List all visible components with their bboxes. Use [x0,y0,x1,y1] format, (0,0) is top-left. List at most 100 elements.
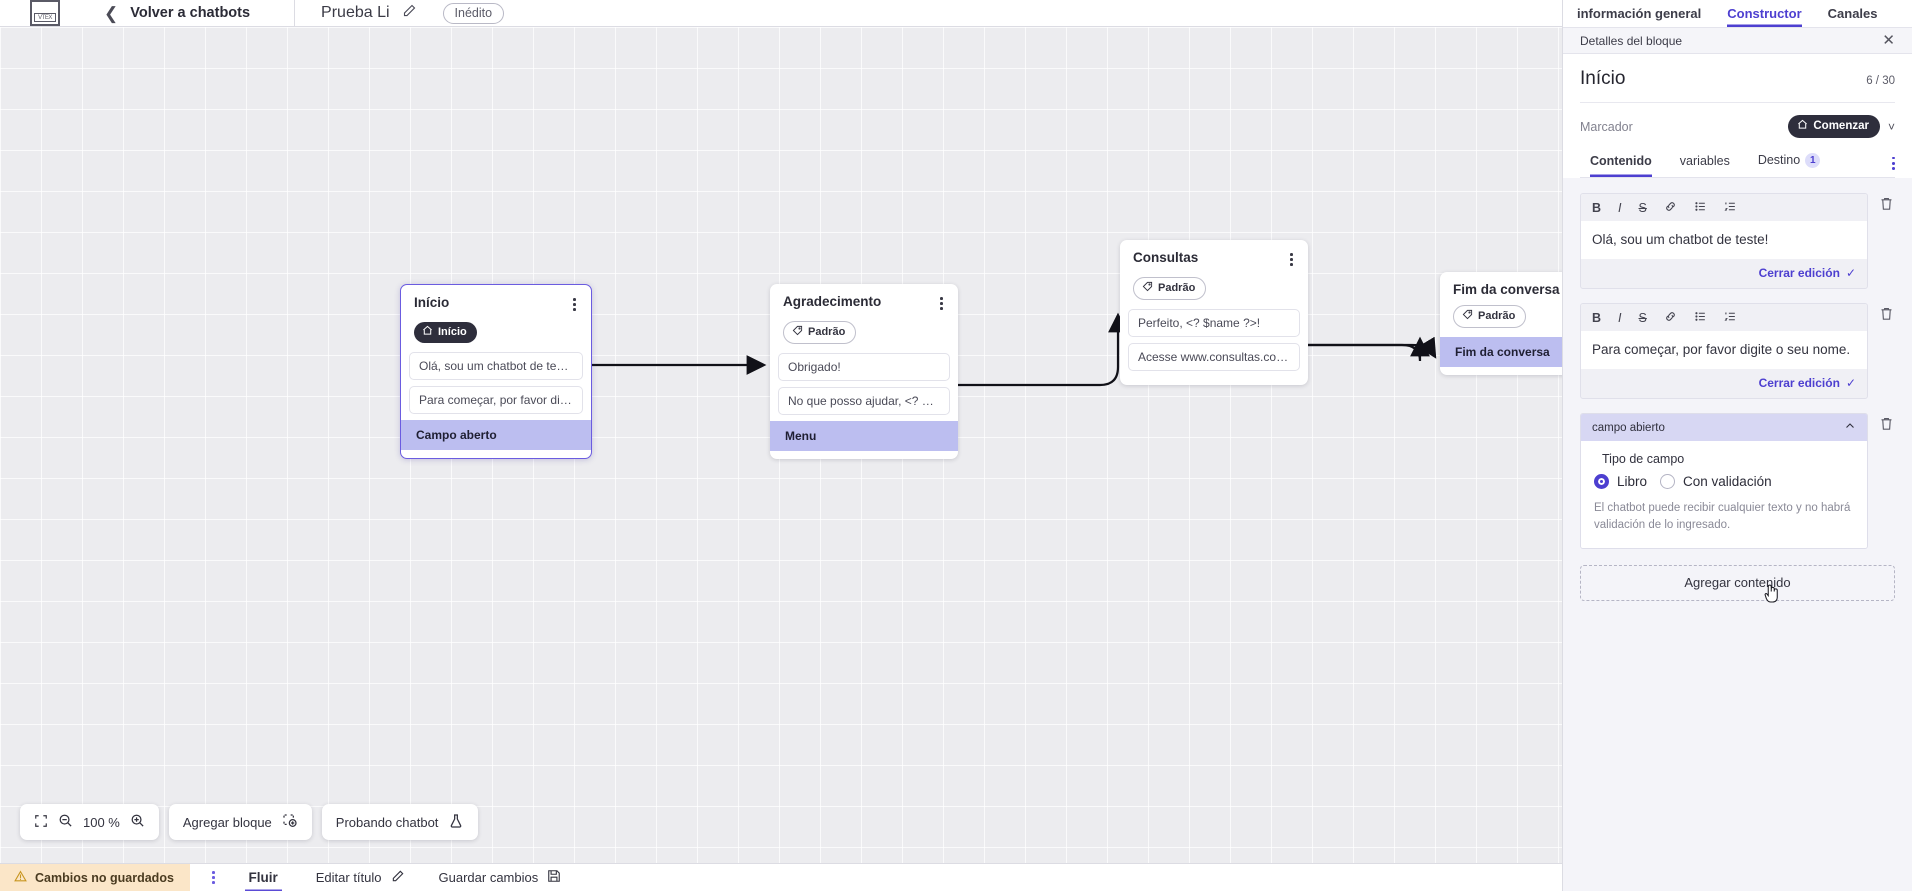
flask-icon [448,813,464,832]
card-footer: Cerrar edición ✓ [1581,259,1867,288]
back-chevron-icon[interactable]: ❮ [104,3,119,23]
node-row-highlighted[interactable]: Campo aberto [401,419,591,450]
panel-subheader: Detalles del bloque ✕ [1563,27,1912,54]
open-field-card-header[interactable]: campo abierto [1581,414,1867,442]
radio-libro-dot [1594,474,1609,490]
node-row[interactable]: Perfeito, <? $name ?>! [1128,308,1300,337]
node-row-highlighted[interactable]: Menu [770,420,958,451]
divider [294,0,296,27]
check-icon[interactable]: ✓ [1845,376,1856,391]
floppy-disk-icon [547,869,561,886]
test-chatbot-label: Probando chatbot [335,814,439,830]
zoom-level: 100 % [83,814,120,830]
radio-libro[interactable]: Libro [1594,474,1647,490]
bold-icon[interactable]: B [1592,200,1602,215]
bold-icon[interactable]: B [1592,310,1602,325]
node-pill: Padrão [1453,305,1527,328]
node-rows: Obrigado! No que posso ajudar, <? $name … [770,352,958,451]
close-icon[interactable]: ✕ [1882,32,1895,49]
node-kebab-menu-icon[interactable] [938,294,945,313]
close-edit-link[interactable]: Cerrar edición [1758,266,1840,281]
pencil-icon[interactable] [402,3,417,23]
marker-value-group: Comenzar ˅ [1788,115,1895,138]
save-changes-button[interactable]: Guardar cambios [439,869,562,886]
top-bar: VTEX ❮ Volver a chatbots Prueba Li Inédi… [0,0,1562,27]
chevron-up-icon[interactable] [1844,420,1856,435]
tab-informacion-general[interactable]: información general [1577,6,1702,21]
node-header: Início [401,295,591,314]
tab-constructor[interactable]: Constructor [1727,0,1801,27]
zoom-out-icon[interactable] [58,813,73,831]
trash-icon[interactable] [1877,303,1895,324]
radio-con-validacion[interactable]: Con validación [1660,474,1772,490]
radio-con-validacion-dot [1660,474,1676,490]
node-header: Consultas [1120,250,1308,269]
node-pill-label: Padrão [808,325,846,338]
node-header: Agradecimento [770,294,958,313]
close-edit-link[interactable]: Cerrar edición [1758,376,1840,391]
flow-canvas[interactable]: Início Início Olá, sou um chatbot de tes… [0,27,1562,863]
open-field-card-title: campo abierto [1592,421,1665,434]
bottom-kebab-menu-icon[interactable] [211,871,215,884]
panel-kebab-menu-icon[interactable] [1892,156,1895,170]
node-row[interactable]: Para começar, por favor digite o ... [409,385,583,414]
trash-icon[interactable] [1877,413,1895,434]
warning-triangle-icon [14,870,27,886]
node-row-highlighted[interactable]: Fim da conversa [1440,337,1562,367]
trash-icon[interactable] [1877,193,1895,214]
edit-title-button[interactable]: Editar título [316,869,405,886]
node-row[interactable]: No que posso ajudar, <? $name ... [778,386,950,415]
flow-node-agradecimento[interactable]: Agradecimento Padrão Obrigado! No que po… [770,284,958,459]
back-to-chatbots-link[interactable]: Volver a chatbots [130,5,251,21]
italic-icon[interactable]: I [1618,200,1622,215]
marker-badge[interactable]: Comenzar [1788,115,1880,138]
home-icon [422,325,433,339]
add-block-button[interactable]: Agregar bloque [168,804,312,840]
card-text[interactable]: Olá, sou um chatbot de teste! [1581,220,1867,260]
test-chatbot-button[interactable]: Probando chatbot [321,804,479,840]
link-icon[interactable] [1664,200,1677,216]
italic-icon[interactable]: I [1618,310,1622,325]
vtex-logo-text: VTEX [34,13,56,22]
panel-subheader-label: Detalles del bloque [1580,33,1683,48]
node-kebab-menu-icon[interactable] [571,295,578,314]
strikethrough-icon[interactable]: S [1638,310,1647,325]
tab-variables[interactable]: variables [1679,153,1730,168]
flow-node-consultas[interactable]: Consultas Padrão Perfeito, <? $name ?>! … [1120,240,1308,385]
zoom-in-icon[interactable] [130,813,145,831]
node-pill-label: Padrão [1158,281,1196,294]
bot-name: Prueba Li [321,4,390,21]
strikethrough-icon[interactable]: S [1638,200,1647,215]
tab-canales[interactable]: Canales [1827,6,1878,21]
flow-node-fim-da-conversa[interactable]: Fim da conversa Padrão Fim da conversa [1440,272,1562,375]
node-row[interactable]: Acesse www.consultas.com par... [1128,342,1300,371]
fit-screen-icon[interactable] [34,814,48,831]
tab-destino-label: Destino [1757,153,1801,167]
tab-contenido[interactable]: Contenido [1590,152,1652,177]
node-kebab-menu-icon[interactable] [1288,250,1295,269]
node-rows: Perfeito, <? $name ?>! Acesse www.consul… [1120,308,1308,371]
card-text[interactable]: Para começar, por favor digite o seu nom… [1581,330,1867,370]
node-pill: Padrão [783,320,857,344]
node-row[interactable]: Olá, sou um chatbot de teste! [409,351,583,380]
check-icon[interactable]: ✓ [1845,266,1856,281]
home-icon [1797,119,1808,133]
radio-con-validacion-label: Con validación [1683,474,1772,490]
link-icon[interactable] [1664,310,1677,326]
node-row[interactable]: Obrigado! [778,352,950,381]
field-type-radio-group: Libro Con validación [1594,474,1854,490]
unsaved-changes-label: Cambios no guardados [35,870,174,885]
add-content-button[interactable]: Agregar contenido [1580,564,1895,603]
node-rows: Olá, sou um chatbot de teste! Para começ… [401,351,591,450]
numbered-list-icon[interactable] [1724,310,1737,326]
edit-title-label: Editar título [315,870,382,885]
flow-node-inicio[interactable]: Início Início Olá, sou um chatbot de tes… [400,284,592,459]
numbered-list-icon[interactable] [1724,200,1737,216]
bulleted-list-icon[interactable] [1694,200,1707,216]
tab-fluir[interactable]: Fluir [245,864,282,891]
bulleted-list-icon[interactable] [1694,310,1707,326]
chevron-down-icon[interactable]: ˅ [1887,119,1895,134]
field-help-text: El chatbot puede recibir cualquier texto… [1594,502,1851,532]
